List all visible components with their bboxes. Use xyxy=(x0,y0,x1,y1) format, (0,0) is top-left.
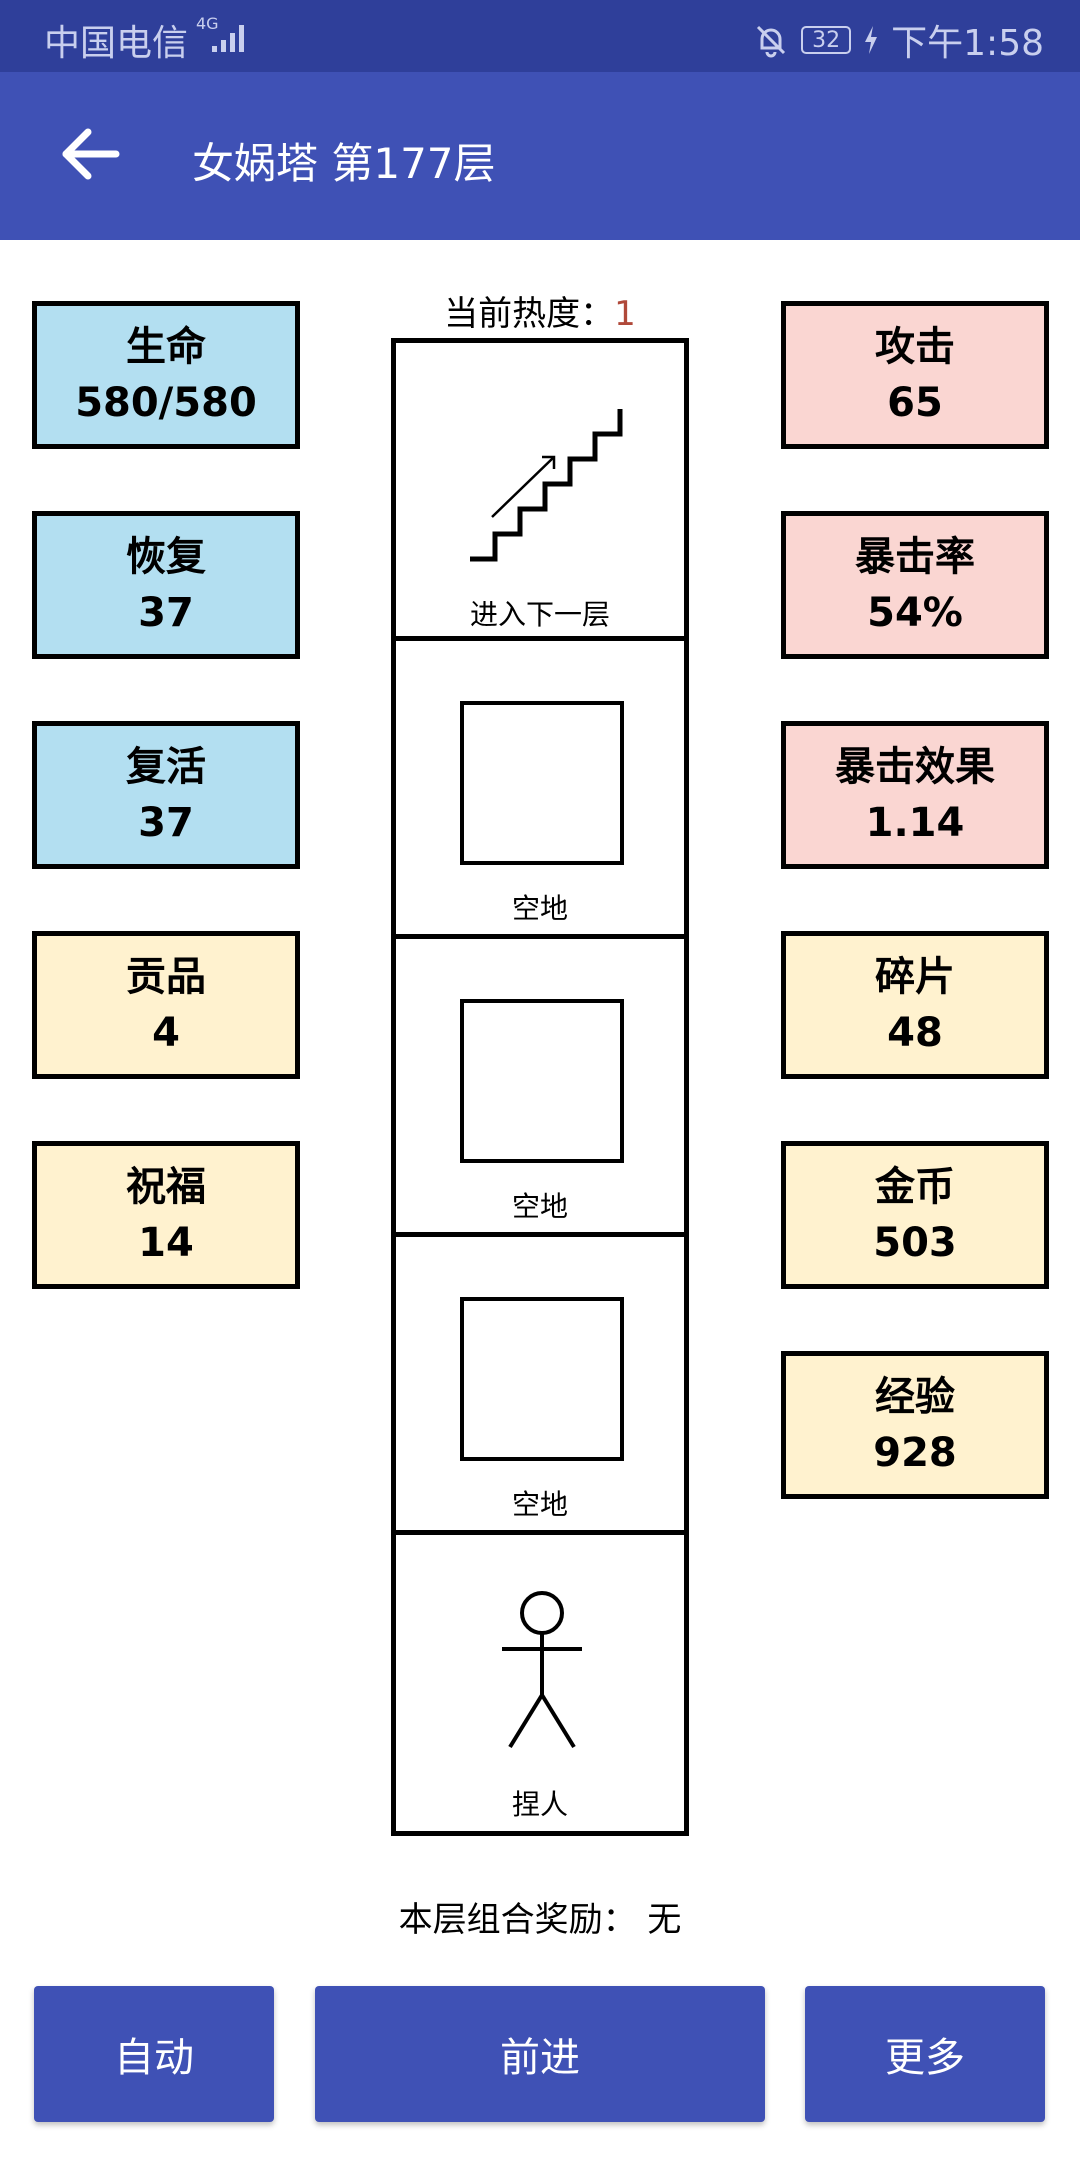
carrier-name: 中国电信 xyxy=(44,23,189,64)
forward-button[interactable]: 前进 xyxy=(315,1986,765,2122)
stat-value: 503 xyxy=(873,1220,957,1266)
stat-value: 65 xyxy=(887,380,943,426)
heat-indicator: 当前热度：1 xyxy=(280,286,800,335)
stat-value: 580/580 xyxy=(75,380,257,426)
back-arrow-icon[interactable] xyxy=(56,122,126,186)
cell-label: 空地 xyxy=(511,1190,568,1223)
status-bar: 中国电信 4G 32 下午1:58 xyxy=(0,0,1080,72)
stat-card-crit-rate: 暴击率 54% xyxy=(781,511,1049,659)
stat-label: 暴击率 xyxy=(855,534,975,580)
stat-card-gold: 金币 503 xyxy=(781,1141,1049,1289)
stat-label: 金币 xyxy=(875,1164,955,1210)
stick-figure-icon xyxy=(502,1591,582,1749)
auto-button[interactable]: 自动 xyxy=(34,1986,274,2122)
stat-value: 37 xyxy=(138,800,194,846)
cell-label: 空地 xyxy=(511,1488,568,1521)
page-title: 女娲塔 第177层 xyxy=(192,139,496,188)
battery-icon: 32 xyxy=(801,26,852,54)
empty-square-icon xyxy=(460,999,624,1163)
network-type: 4G xyxy=(196,14,219,33)
stat-card-experience: 经验 928 xyxy=(781,1351,1049,1499)
stat-label: 祝福 xyxy=(126,1164,206,1210)
stat-value: 928 xyxy=(873,1430,957,1476)
stat-value: 1.14 xyxy=(865,800,965,846)
stat-label: 生命 xyxy=(126,324,206,370)
stat-label: 碎片 xyxy=(875,954,955,1000)
stat-card-offering: 贡品 4 xyxy=(32,931,300,1079)
tower-cell-character[interactable]: 捏人 xyxy=(391,1530,689,1836)
tower-cell-empty[interactable]: 空地 xyxy=(391,1232,689,1537)
stat-value: 48 xyxy=(887,1010,943,1056)
cell-label: 空地 xyxy=(511,892,568,925)
stat-value: 4 xyxy=(152,1010,180,1056)
clock: 下午1:58 xyxy=(891,23,1044,64)
empty-square-icon xyxy=(460,701,624,865)
stat-card-revive: 复活 37 xyxy=(32,721,300,869)
stat-card-recovery: 恢复 37 xyxy=(32,511,300,659)
stat-value: 54% xyxy=(867,590,963,636)
stat-label: 攻击 xyxy=(875,324,955,370)
stat-label: 恢复 xyxy=(126,534,206,580)
floor-reward-text: 本层组合奖励： 无 xyxy=(398,1900,682,1940)
app-bar: 女娲塔 第177层 xyxy=(0,72,1080,240)
stat-card-hp: 生命 580/580 xyxy=(32,301,300,449)
stat-label: 贡品 xyxy=(126,954,206,1000)
stat-value: 37 xyxy=(138,590,194,636)
stat-card-attack: 攻击 65 xyxy=(781,301,1049,449)
stat-card-fragments: 碎片 48 xyxy=(781,931,1049,1079)
charging-icon xyxy=(865,26,878,54)
heat-value: 1 xyxy=(614,294,636,334)
tower-cell-empty[interactable]: 空地 xyxy=(391,636,689,941)
empty-square-icon xyxy=(460,1297,624,1461)
stat-card-blessing: 祝福 14 xyxy=(32,1141,300,1289)
stairs-icon xyxy=(470,409,623,562)
heat-label: 当前热度： xyxy=(444,294,615,334)
cell-label: 进入下一层 xyxy=(469,598,610,631)
stat-card-crit-effect: 暴击效果 1.14 xyxy=(781,721,1049,869)
tower-cell-empty[interactable]: 空地 xyxy=(391,934,689,1239)
stat-label: 经验 xyxy=(875,1374,955,1420)
stat-label: 暴击效果 xyxy=(835,744,995,790)
cell-label: 捏人 xyxy=(511,1788,568,1821)
signal-icon xyxy=(212,25,244,52)
more-button[interactable]: 更多 xyxy=(805,1986,1045,2122)
stat-label: 复活 xyxy=(126,744,206,790)
tower-cell-next-floor[interactable]: 进入下一层 xyxy=(391,338,689,643)
stat-value: 14 xyxy=(138,1220,194,1266)
mute-bell-icon xyxy=(757,25,786,58)
